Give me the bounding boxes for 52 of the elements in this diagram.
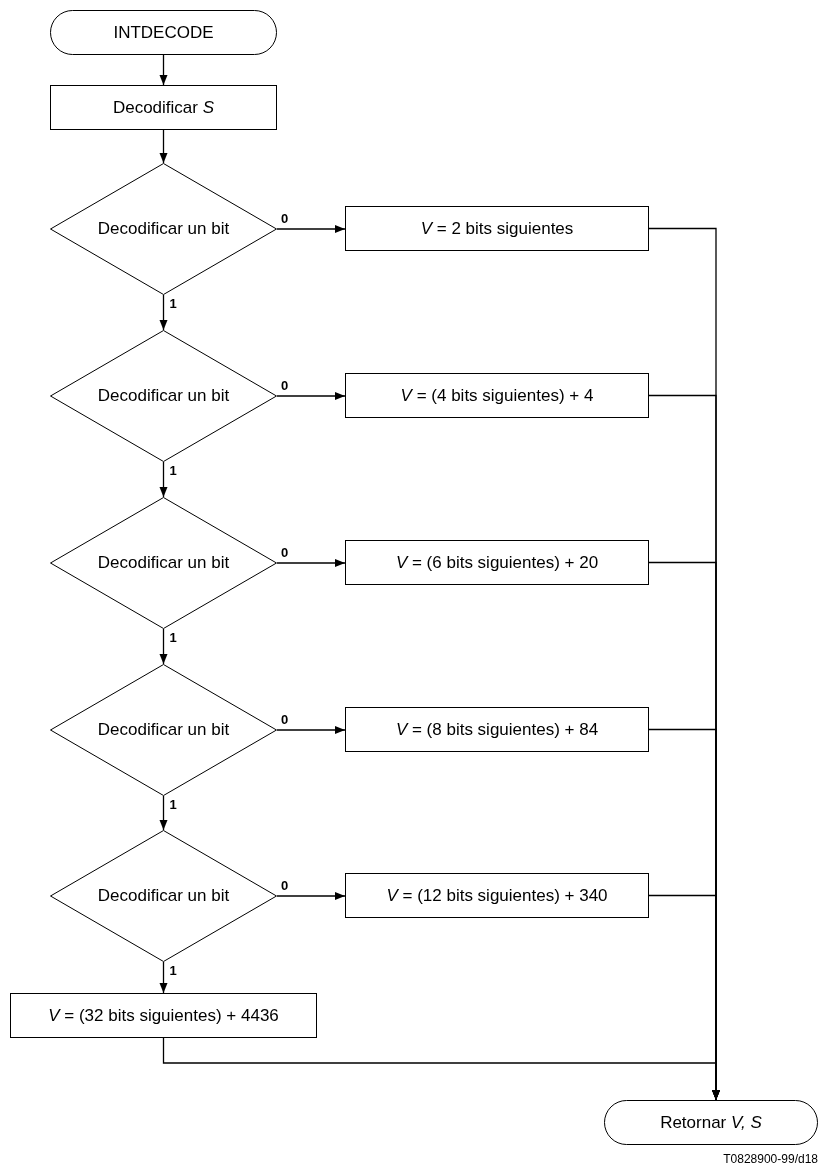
decision-text: Decodificar un bit [97, 219, 230, 239]
decision-text: Decodificar un bit [97, 553, 230, 573]
decision-text: Decodificar un bit [97, 720, 230, 740]
process-text: V = (4 bits siguientes) + 4 [400, 385, 594, 406]
arrow [276, 225, 346, 233]
decision-diamond [50, 330, 277, 462]
process-text: V = 2 bits siguientes [420, 218, 574, 239]
process-text: V = (8 bits siguientes) + 84 [395, 719, 599, 740]
edge-label: 1 [168, 631, 178, 645]
process-box [345, 873, 649, 918]
arrow [159, 294, 168, 331]
edge-label: 1 [168, 464, 178, 478]
arrow [159, 961, 168, 994]
process-text: Decodificar S [112, 97, 215, 118]
arrow [276, 559, 346, 567]
arrow [276, 726, 346, 734]
process-box [50, 85, 277, 130]
edge-label: 0 [280, 879, 290, 893]
process-box [345, 206, 649, 251]
process-text: V = (6 bits siguientes) + 20 [395, 552, 599, 573]
edge-label: 1 [168, 964, 178, 978]
process-text: V = (32 bits siguientes) + 4436 [48, 1005, 279, 1026]
edge-label: 1 [168, 798, 178, 812]
arrow [276, 392, 346, 400]
process-box [345, 707, 649, 752]
arrow [159, 129, 168, 164]
decision-text: Decodificar un bit [97, 886, 230, 906]
process-box [345, 540, 649, 585]
terminal-shape [604, 1100, 818, 1145]
terminal-text: INTDECODE [113, 22, 214, 43]
edge-label: 0 [280, 546, 290, 560]
figure-id: T0828900-99/d18 [723, 1152, 818, 1166]
arrow [162, 1037, 720, 1101]
arrow [276, 892, 346, 900]
arrow [159, 795, 168, 831]
terminal-shape [50, 10, 277, 55]
terminal-text: Retornar V, S [660, 1112, 762, 1133]
decision-diamond [50, 830, 277, 962]
process-text: V = (12 bits siguientes) + 340 [386, 885, 608, 906]
edge-label: 1 [168, 297, 178, 311]
edge-label: 0 [280, 713, 290, 727]
arrow [159, 54, 168, 86]
decision-text: Decodificar un bit [97, 386, 230, 406]
arrow [159, 628, 168, 665]
edge-label: 0 [280, 379, 290, 393]
edge-label: 0 [280, 212, 290, 226]
decision-diamond [50, 497, 277, 629]
process-box [10, 993, 317, 1038]
arrow [159, 461, 168, 498]
decision-diamond [50, 163, 277, 295]
decision-diamond [50, 664, 277, 796]
process-box [345, 373, 649, 418]
